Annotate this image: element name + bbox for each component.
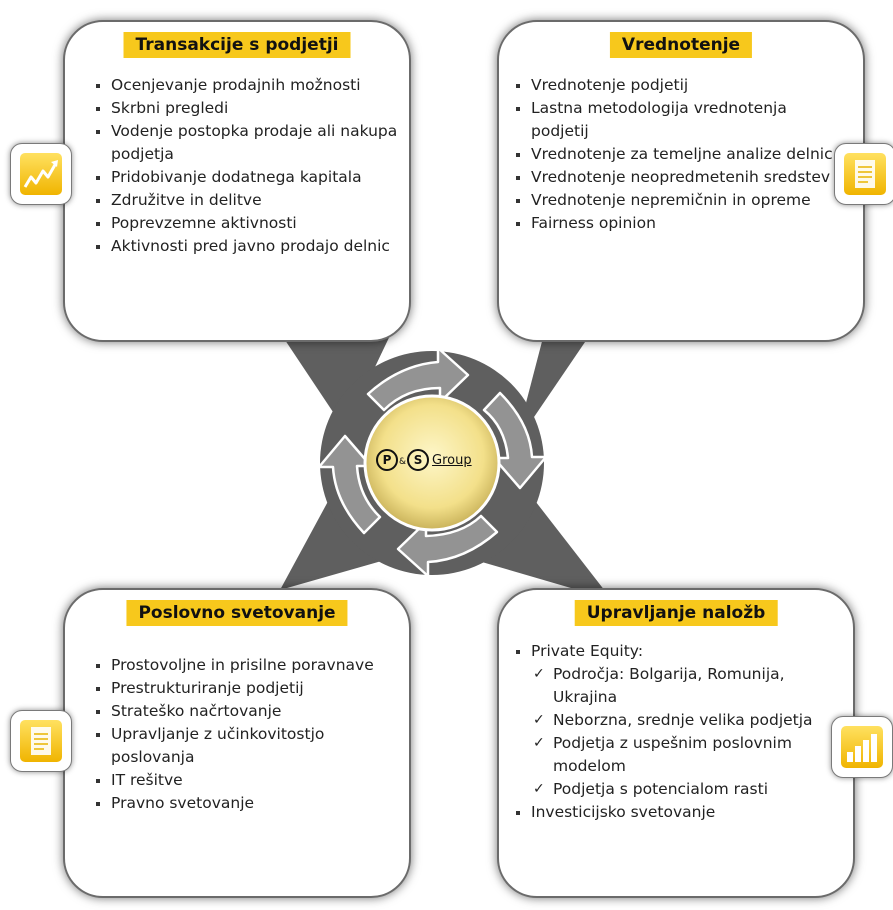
- check-item: Neborzna, srednje velika podjetja: [513, 709, 843, 732]
- item-list: Vrednotenje podjetij Lastna metodologija…: [513, 74, 849, 235]
- document-icon: [10, 710, 72, 772]
- card-title: Vrednotenje: [609, 32, 753, 58]
- list-item: Pravno svetovanje: [93, 792, 393, 815]
- list-item: Lastna metodologija vrednotenja podjetij: [513, 97, 849, 143]
- list-item: IT rešitve: [93, 769, 393, 792]
- document-icon: [834, 143, 893, 205]
- logo-amp: &: [399, 457, 407, 467]
- card-vrednotenje: Vrednotenje Vrednotenje podjetij Lastna …: [497, 20, 865, 342]
- list-item: Vodenje postopka prodaje ali nakupa podj…: [93, 120, 405, 166]
- trend-chart-icon: [10, 143, 72, 205]
- list-item: Združitve in delitve: [93, 189, 405, 212]
- bar-chart-icon: [831, 716, 893, 778]
- card-transakcije: Transakcije s podjetji Ocenjevanje proda…: [63, 20, 411, 342]
- list-item: Prostovoljne in prisilne poravnave: [93, 654, 393, 677]
- list-item: Poprevzemne aktivnosti: [93, 212, 405, 235]
- card-title: Upravljanje naložb: [574, 600, 778, 626]
- center-circle: [363, 394, 501, 532]
- list-item: Fairness opinion: [513, 212, 849, 235]
- card-title: Poslovno svetovanje: [126, 600, 348, 626]
- logo-s: S: [407, 449, 430, 471]
- list-item: Pridobivanje dodatnega kapitala: [93, 166, 405, 189]
- list-item: Aktivnosti pred javno prodajo delnic: [93, 235, 405, 258]
- list-item: Vrednotenje za temeljne analize delnic: [513, 143, 849, 166]
- card-poslovno: Poslovno svetovanje Prostovoljne in pris…: [63, 588, 411, 898]
- list-item: Prestrukturiranje podjetij: [93, 677, 393, 700]
- list-item: Vrednotenje nepremičnin in opreme: [513, 189, 849, 212]
- list-item: Skrbni pregledi: [93, 97, 405, 120]
- logo-p: P: [376, 449, 398, 471]
- item-list: Prostovoljne in prisilne poravnave Prest…: [93, 654, 393, 815]
- check-item: Podjetja s potencialom rasti: [513, 778, 843, 801]
- list-item: Vrednotenje neopredmetenih sredstev: [513, 166, 849, 189]
- list-item: Ocenjevanje prodajnih možnosti: [93, 74, 405, 97]
- card-upravljanje: Upravljanje naložb Private Equity: Podro…: [497, 588, 855, 898]
- list-item: Vrednotenje podjetij: [513, 74, 849, 97]
- check-item: Področja: Bolgarija, Romunija, Ukrajina: [513, 663, 843, 709]
- logo-group-text: Group: [432, 453, 472, 468]
- item-list: Private Equity: Področja: Bolgarija, Rom…: [513, 640, 843, 824]
- check-item: Podjetja z uspešnim poslovnim modelom: [513, 732, 843, 778]
- list-item: Private Equity:: [513, 640, 843, 663]
- card-title: Transakcije s podjetji: [123, 32, 351, 58]
- list-item: Upravljanje z učinkovitostjo poslovanja: [93, 723, 393, 769]
- list-item: Strateško načrtovanje: [93, 700, 393, 723]
- item-list: Ocenjevanje prodajnih možnosti Skrbni pr…: [93, 74, 405, 258]
- list-item: Investicijsko svetovanje: [513, 801, 843, 824]
